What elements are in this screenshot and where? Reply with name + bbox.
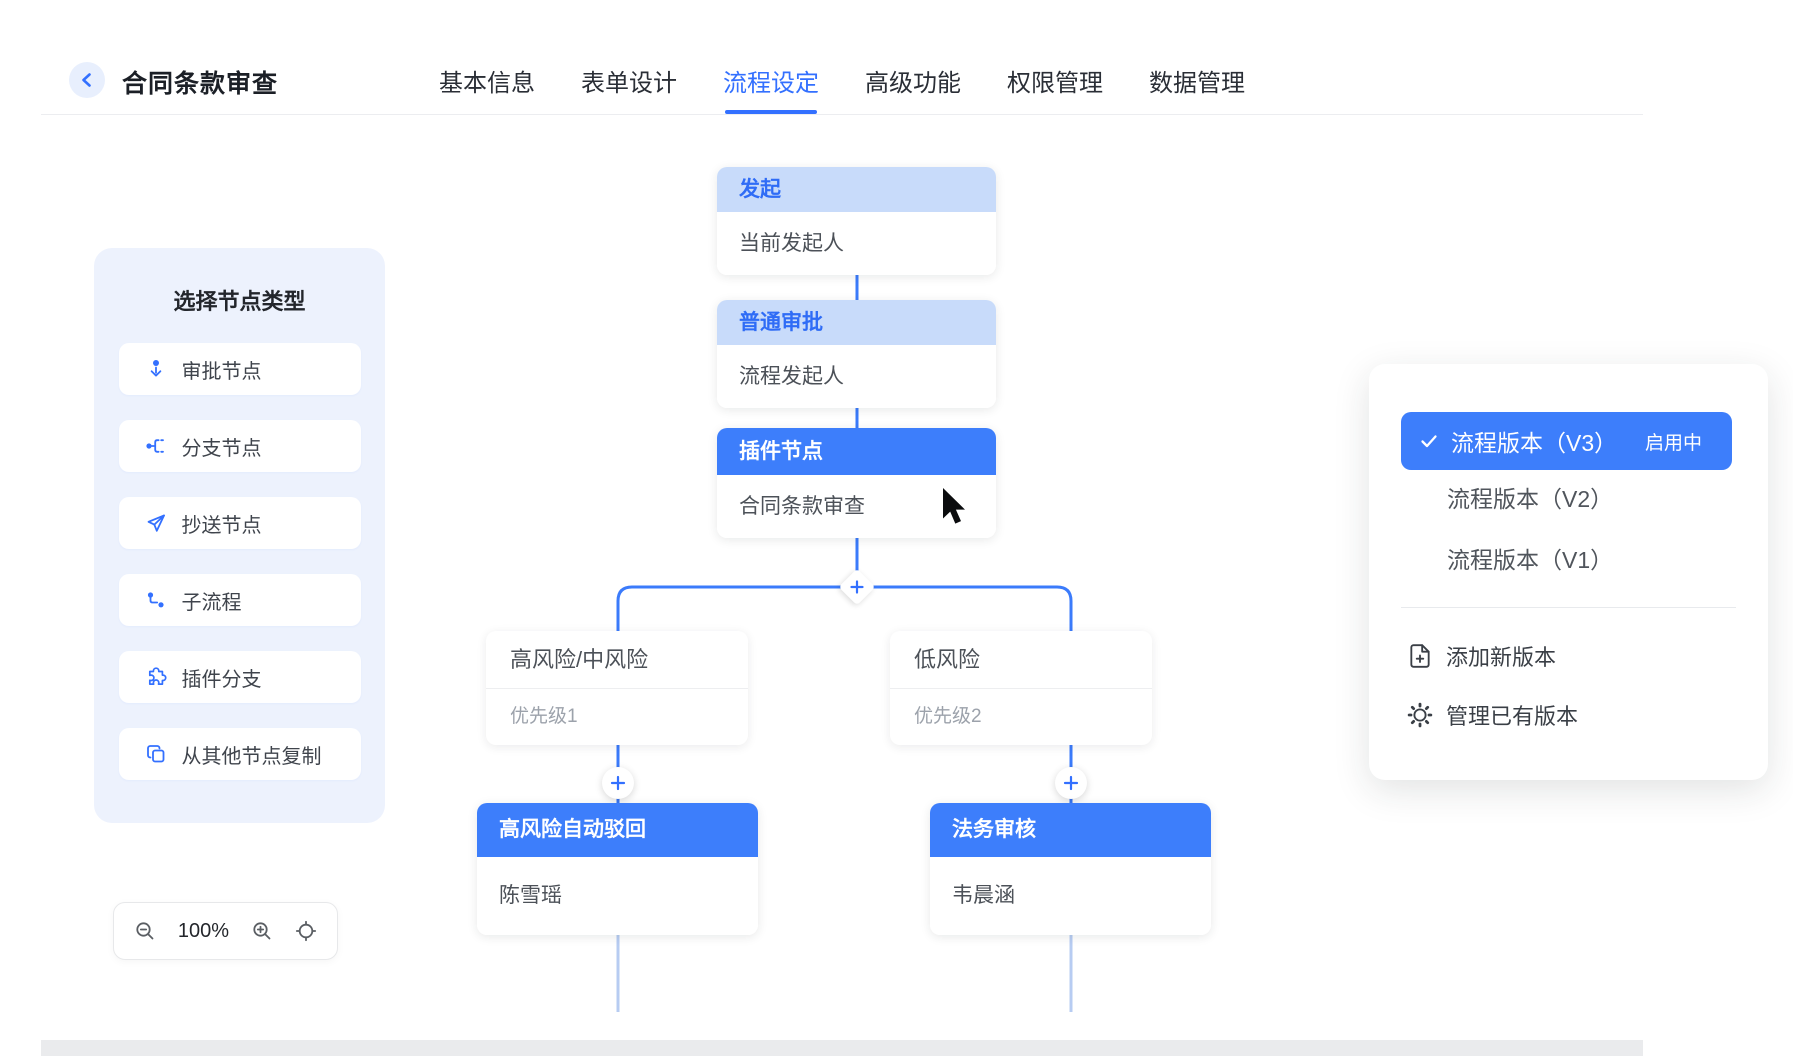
tab-basic-info[interactable]: 基本信息 — [439, 70, 535, 97]
version-option-v3[interactable]: 流程版本（V3） 启用中 — [1401, 412, 1732, 470]
branch-condition-low-risk[interactable]: 低风险 优先级2 — [890, 631, 1152, 745]
page-title: 合同条款审查 — [122, 70, 279, 98]
file-plus-icon — [1407, 643, 1433, 669]
zoom-in-icon[interactable] — [251, 920, 273, 942]
manage-versions-button[interactable]: 管理已有版本 — [1407, 689, 1578, 741]
zoom-toolbar: 100% — [113, 902, 338, 960]
condition-priority: 优先级1 — [510, 706, 578, 727]
palette-item-approval-node[interactable]: 审批节点 — [118, 343, 361, 395]
add-new-version-button[interactable]: 添加新版本 — [1407, 630, 1556, 682]
node-type-palette: 选择节点类型 审批节点 分支节点 抄送节点 子流程 — [94, 248, 385, 823]
branch-condition-high-risk[interactable]: 高风险/中风险 优先级1 — [486, 631, 748, 745]
version-option-v2[interactable]: 流程版本（V2） — [1447, 486, 1614, 512]
plugin-icon — [145, 666, 167, 688]
canvas-bottom-edge — [41, 1040, 1643, 1056]
zoom-level: 100% — [177, 919, 230, 942]
version-option-label: 流程版本（V3） — [1451, 430, 1618, 456]
palette-title: 选择节点类型 — [173, 289, 306, 314]
active-version-badge: 启用中 — [1644, 432, 1702, 454]
node-body: 合同条款审查 — [717, 475, 996, 538]
palette-item-cc-node[interactable]: 抄送节点 — [118, 497, 361, 549]
send-icon — [145, 512, 167, 534]
node-header: 发起 — [717, 167, 996, 212]
palette-item-plugin-branch[interactable]: 插件分支 — [118, 651, 361, 703]
palette-item-label: 审批节点 — [181, 360, 262, 383]
header-divider — [41, 114, 1643, 115]
tab-advanced-features[interactable]: 高级功能 — [865, 70, 961, 97]
copy-icon — [145, 743, 167, 765]
flow-node-legal-review[interactable]: 法务审核 韦晨涵 — [930, 803, 1211, 935]
palette-item-label: 抄送节点 — [181, 514, 262, 537]
branch-icon — [145, 435, 167, 457]
palette-item-label: 分支节点 — [181, 437, 262, 460]
palette-item-branch-node[interactable]: 分支节点 — [118, 420, 361, 472]
action-label: 管理已有版本 — [1446, 704, 1579, 729]
node-body: 韦晨涵 — [930, 857, 1211, 935]
zoom-out-icon[interactable] — [134, 920, 156, 942]
condition-title: 高风险/中风险 — [486, 631, 748, 689]
tab-process-settings[interactable]: 流程设定 — [723, 58, 819, 114]
node-body: 陈雪瑶 — [477, 857, 758, 935]
flow-node-plugin[interactable]: 插件节点 合同条款审查 — [717, 428, 996, 538]
chevron-left-icon — [69, 62, 105, 98]
check-icon — [1419, 431, 1439, 451]
action-label: 添加新版本 — [1446, 645, 1557, 670]
flow-node-start[interactable]: 发起 当前发起人 — [717, 167, 996, 275]
node-header: 高风险自动驳回 — [477, 803, 758, 857]
palette-item-label: 从其他节点复制 — [181, 745, 322, 768]
node-header: 插件节点 — [717, 428, 996, 475]
flow-node-general-approval[interactable]: 普通审批 流程发起人 — [717, 300, 996, 408]
version-menu: 流程版本（V3） 启用中 流程版本（V2） 流程版本（V1） 添加新版本 管理已… — [1369, 364, 1768, 780]
palette-item-label: 插件分支 — [181, 668, 262, 691]
palette-item-copy-from-node[interactable]: 从其他节点复制 — [118, 728, 361, 780]
node-body: 流程发起人 — [717, 345, 996, 408]
add-node-button-right[interactable] — [1055, 767, 1087, 799]
node-header: 法务审核 — [930, 803, 1211, 857]
tab-permission-management[interactable]: 权限管理 — [1007, 70, 1103, 97]
condition-title: 低风险 — [890, 631, 1152, 689]
approval-icon — [145, 358, 167, 380]
node-body: 当前发起人 — [717, 212, 996, 275]
menu-divider — [1401, 607, 1736, 608]
palette-item-subprocess[interactable]: 子流程 — [118, 574, 361, 626]
tab-form-design[interactable]: 表单设计 — [581, 70, 677, 97]
flow-node-auto-reject[interactable]: 高风险自动驳回 陈雪瑶 — [477, 803, 758, 935]
add-node-button-left[interactable] — [602, 767, 634, 799]
node-header: 普通审批 — [717, 300, 996, 345]
add-branch-button[interactable] — [838, 568, 876, 606]
condition-priority: 优先级2 — [914, 706, 982, 727]
tab-data-management[interactable]: 数据管理 — [1149, 70, 1245, 97]
crosshair-icon[interactable] — [295, 920, 317, 942]
back-button[interactable] — [69, 62, 105, 98]
palette-item-label: 子流程 — [181, 591, 242, 614]
version-option-v1[interactable]: 流程版本（V1） — [1447, 547, 1614, 573]
palette-items: 审批节点 分支节点 抄送节点 子流程 插件分支 — [94, 343, 385, 780]
tab-bar: 基本信息 表单设计 流程设定 高级功能 权限管理 数据管理 — [439, 58, 1245, 114]
subflow-icon — [145, 589, 167, 611]
gear-icon — [1407, 702, 1433, 728]
